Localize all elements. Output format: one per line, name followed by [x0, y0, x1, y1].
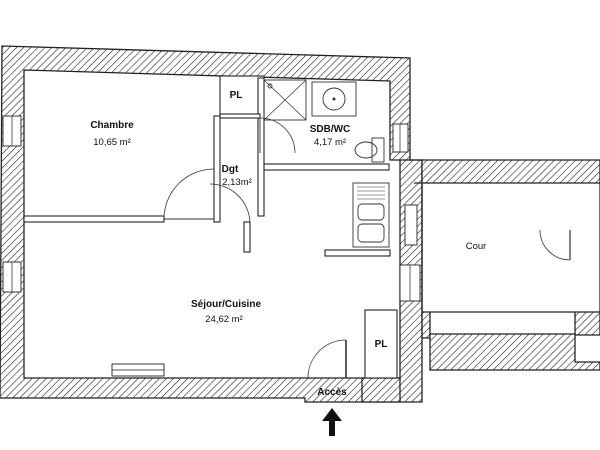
washbasin-icon [311, 81, 357, 117]
partitions [23, 75, 398, 379]
entry-arrow-icon [322, 408, 342, 436]
entrance-label: Accès [317, 387, 347, 398]
courtyard-wall [400, 159, 600, 339]
kitchen-sink-icon [352, 182, 390, 248]
room-name-cour: Cour [466, 241, 487, 252]
courtyard-lower-wall [429, 333, 600, 371]
exterior-wall [0, 45, 423, 403]
room-area-dgt: 2,13m² [222, 177, 252, 188]
room-name-chambre: Chambre [90, 120, 134, 131]
room-area-chambre: 10,65 m² [93, 137, 131, 148]
room-name-pl-bottom: PL [375, 339, 388, 350]
lower-wall [361, 377, 401, 403]
shower-tray-icon [263, 79, 307, 121]
room-name-dgt: Dgt [222, 164, 239, 175]
room-name-pl-top: PL [230, 90, 243, 101]
room-area-sejour: 24,62 m² [205, 314, 243, 325]
toilet-icon [354, 137, 385, 163]
windows [2, 115, 421, 377]
room-area-sdb: 4,17 m² [314, 137, 346, 148]
doors [163, 117, 571, 379]
room-name-sejour: Séjour/Cuisine [191, 299, 261, 310]
room-name-sdb: SDB/WC [310, 124, 351, 135]
